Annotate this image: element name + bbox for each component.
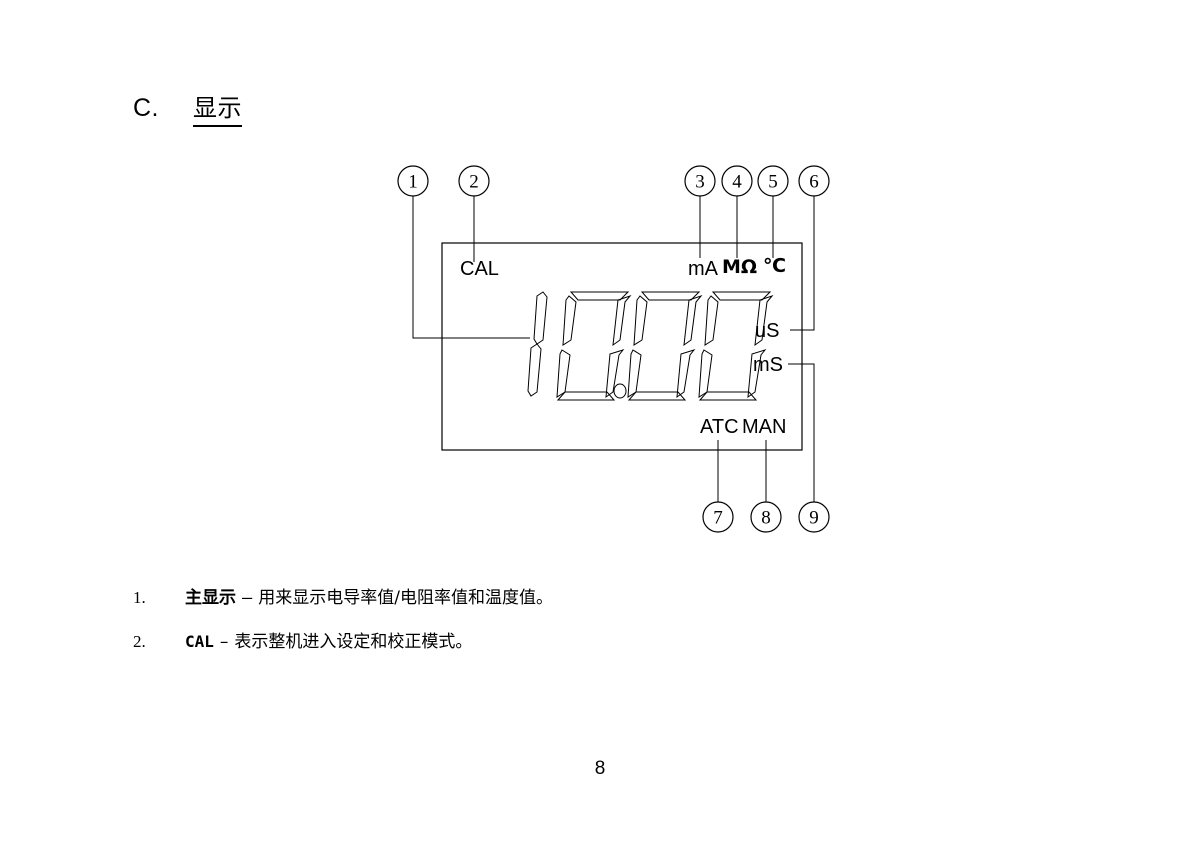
callout-label-6: 6 [809,172,819,193]
list-item-description: 用来显示电导率值/电阻率值和温度值。 [258,588,553,608]
list-item-dash: – [219,632,229,652]
lcd-digit-3 [627,291,703,401]
lcd-indicator-man: MAN [742,416,787,438]
callout-label-3: 3 [695,172,705,193]
page-number: 8 [594,758,606,779]
lcd-indicator-atc: ATC [700,416,739,438]
lcd-frame [441,242,803,451]
list-item-description: 表示整机进入设定和校正模式。 [234,632,473,652]
lcd-indicator-millisiemens: mS [753,354,783,376]
leader-line-1 [412,196,530,339]
lcd-indicator-microsiemens: uS [755,320,780,342]
list-item-number: 1. [133,588,146,607]
lcd-digit-2 [556,291,632,401]
diagram-vector-layer: 1 2 3 4 5 6 7 8 9 [397,165,830,533]
lcd-digit-1 [527,291,548,397]
lcd-indicator-megaohm: MΩ [722,256,758,278]
lcd-indicator-ma: mA [688,258,718,280]
page-title: 显示 [193,88,242,127]
callout-label-1: 1 [408,172,418,193]
list-item-term: 主显示 [185,588,236,608]
list-item-number: 2. [133,632,146,651]
list-item-term: CAL [185,632,214,651]
lcd-decimal-point [613,383,627,399]
lcd-digit-4 [698,291,774,401]
callout-label-9: 9 [809,508,819,529]
lcd-indicator-celsius: ℃ [763,255,786,277]
list-item-dash: – [242,588,253,608]
leader-line-9 [788,363,815,502]
callout-label-2: 2 [469,172,479,193]
list-item: 2. CAL–表示整机进入设定和校正模式。 [133,627,472,652]
callout-label-8: 8 [761,508,771,529]
callout-label-7: 7 [713,508,723,529]
section-heading: C. 显示 [133,88,242,127]
list-item: 1. 主显示–用来显示电导率值/电阻率值和温度值。 [133,583,553,608]
lcd-indicator-cal: CAL [460,258,499,280]
lcd-display-diagram: 1 2 3 4 5 6 7 8 9 CAL mA MΩ ℃ uS mS ATC … [397,165,830,533]
leader-line-6 [790,196,815,331]
callout-label-5: 5 [768,172,778,193]
section-letter: C. [133,94,159,122]
callout-label-4: 4 [732,172,742,193]
